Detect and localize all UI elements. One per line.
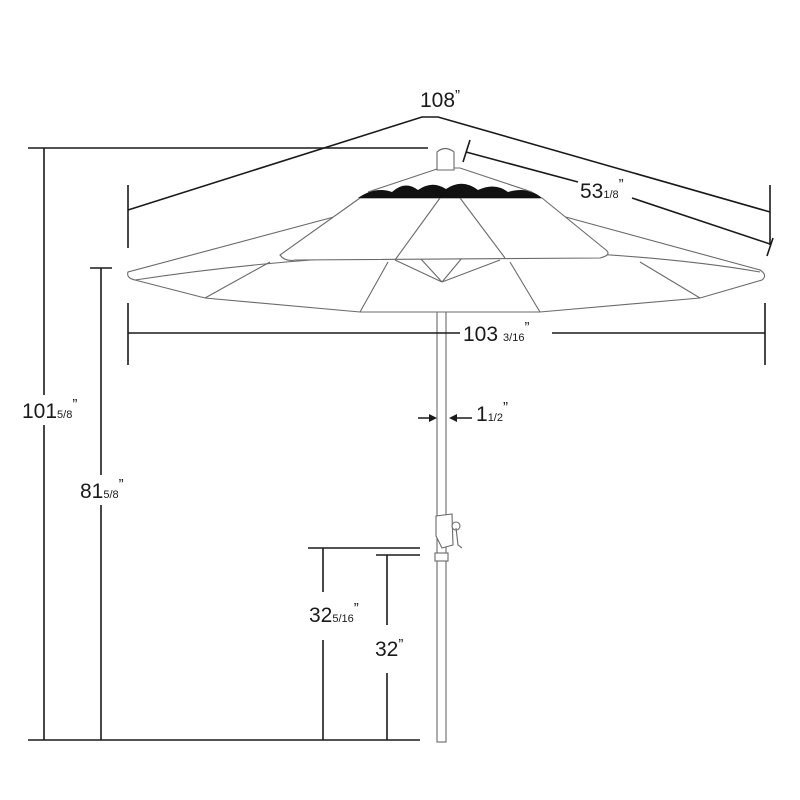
label-clearance-height: 815/8” xyxy=(80,476,124,503)
crank-handle-icon xyxy=(435,513,463,549)
pole xyxy=(436,269,447,743)
label-canopy-arc: 108” xyxy=(420,87,460,112)
dimension-lines xyxy=(28,116,774,741)
vent-icon xyxy=(358,183,542,198)
label-rib-length: 531/8” xyxy=(580,176,624,203)
label-table-height: 32” xyxy=(375,636,403,661)
arrow-left-icon xyxy=(449,414,457,422)
label-overall-height: 1015/8” xyxy=(22,396,77,423)
ribs xyxy=(204,257,701,313)
umbrella-drawing xyxy=(127,147,766,743)
label-pole-diameter: 11/2” xyxy=(476,399,508,426)
pole-collar xyxy=(434,552,449,562)
canopy-upper xyxy=(279,197,609,261)
finial xyxy=(436,147,455,171)
label-crank-height: 325/16” xyxy=(309,600,359,627)
arrowheads xyxy=(429,414,457,422)
arrow-right-icon xyxy=(429,414,437,422)
